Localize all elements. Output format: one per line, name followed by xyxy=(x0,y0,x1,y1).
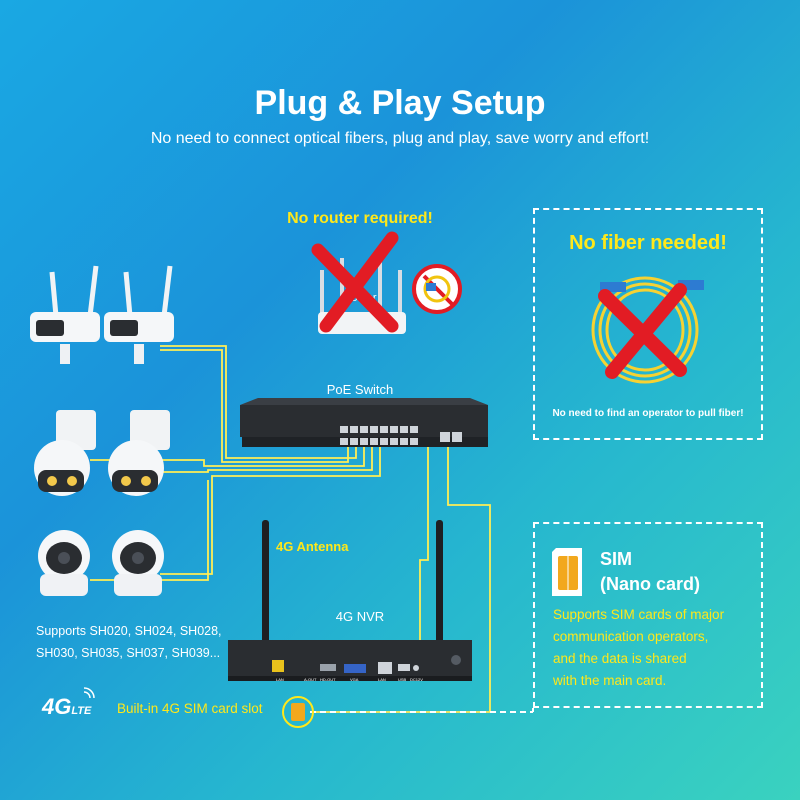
no-fiber-callout: No fiber needed! xyxy=(569,232,727,254)
indoor-camera-1 xyxy=(38,530,90,596)
sim-title: SIM (Nano card) xyxy=(600,547,700,597)
lte-logo-main: 4G xyxy=(42,694,72,719)
bullet-camera-2 xyxy=(104,265,174,364)
nvr-device: LAN A-OUT HD-OUT VGA LAN USB DC12V xyxy=(228,520,472,682)
nvr-port-label: VGA xyxy=(350,677,359,682)
lte-logo: 4GLTE xyxy=(42,694,91,720)
lte-logo-small: LTE xyxy=(71,705,92,717)
fiber-coil-icon xyxy=(591,276,704,384)
antenna-right xyxy=(436,520,443,645)
page-title: Plug & Play Setup xyxy=(254,84,546,122)
supported-models-line: SH030, SH035, SH037, SH039... xyxy=(36,646,221,660)
indoor-camera-2 xyxy=(112,530,164,596)
fiber-cross-icon xyxy=(598,283,687,379)
nvr-port-label: LAN xyxy=(276,677,284,682)
sim-desc-line: Supports SIM cards of major xyxy=(553,607,725,622)
no-fiber-note: No need to find an operator to pull fibe… xyxy=(552,408,744,419)
sim-slot-icon xyxy=(282,696,314,728)
nvr-port-label: LAN xyxy=(378,677,386,682)
bullet-camera-1 xyxy=(30,265,100,364)
sim-desc-line: and the data is shared xyxy=(553,651,687,666)
lte-signal-icon xyxy=(83,687,95,699)
nvr-port-label: HD-OUT xyxy=(320,677,336,682)
sim-card-icon xyxy=(552,548,582,596)
nvr-port-label: A-OUT xyxy=(304,677,317,682)
cable-camera-2 xyxy=(160,345,357,459)
sim-slot-label: Built-in 4G SIM card slot xyxy=(117,701,263,716)
cable-camera-3 xyxy=(90,442,365,467)
ptz-camera-2 xyxy=(108,410,170,496)
fiber-panel xyxy=(533,208,763,440)
antenna-left xyxy=(262,520,269,645)
ptz-camera-1 xyxy=(34,410,96,496)
router-cross-icon xyxy=(311,231,399,333)
sim-desc-line: with the main card. xyxy=(553,673,667,688)
poe-switch-label: PoE Switch xyxy=(326,382,394,397)
sim-title-line2: (Nano card) xyxy=(600,574,701,594)
no-router-callout: No router required! xyxy=(287,210,433,227)
cable-switch-nvr xyxy=(385,442,429,668)
no-fiber-small-icon xyxy=(412,264,462,314)
nvr-port-label: DC12V xyxy=(410,677,423,682)
supported-models-line: Supports SH020, SH024, SH028, xyxy=(36,624,222,638)
cable-camera-5 xyxy=(160,442,381,575)
cable-camera-4 xyxy=(160,442,373,473)
sim-panel xyxy=(533,522,763,708)
antenna-label: 4G Antenna xyxy=(276,539,349,554)
nvr-port-label: USB xyxy=(398,677,407,682)
supported-models: Supports SH020, SH024, SH028, SH030, SH0… xyxy=(36,620,236,664)
poe-switch-device xyxy=(240,398,488,447)
sim-desc-line: communication operators, xyxy=(553,629,709,644)
sim-description: Supports SIM cards of major communicatio… xyxy=(553,604,724,692)
cable-camera-1 xyxy=(160,349,349,463)
nvr-label: 4G NVR xyxy=(335,609,385,624)
page-subtitle: No need to connect optical fibers, plug … xyxy=(150,130,650,147)
sim-title-line1: SIM xyxy=(600,549,633,569)
